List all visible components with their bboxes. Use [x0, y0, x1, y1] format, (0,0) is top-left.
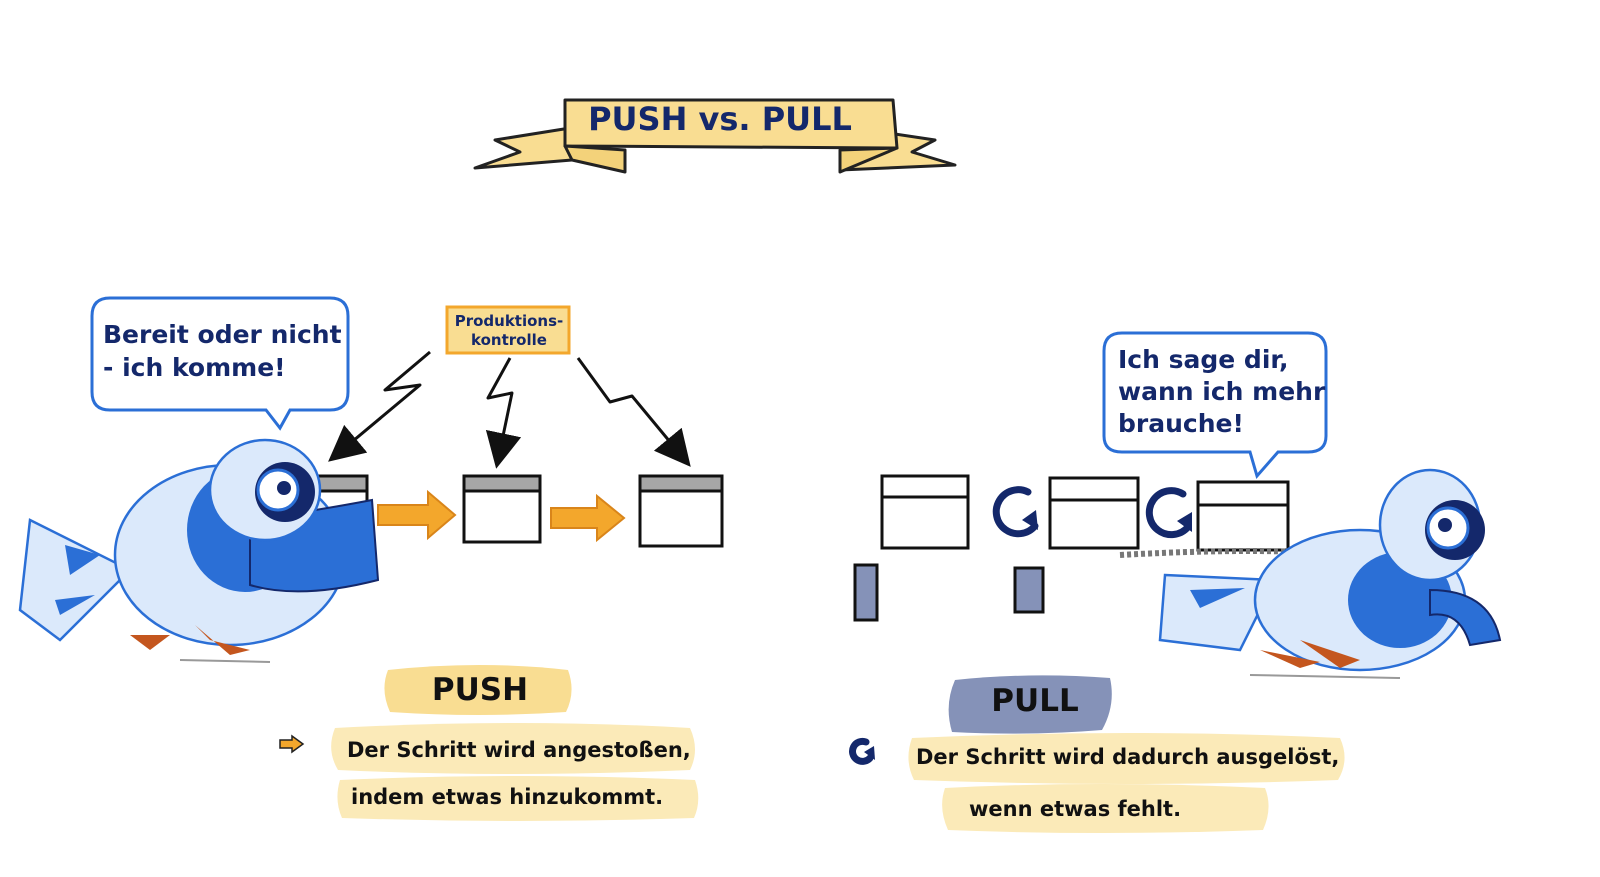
pull-loop-arrowheads: [864, 510, 1192, 760]
production-control-label: Produktions- kontrolle: [454, 312, 564, 349]
page-title: PUSH vs. PULL: [588, 100, 852, 138]
kanban-cards: [853, 563, 1045, 622]
control-arrows: [328, 350, 691, 469]
push-bird: [18, 438, 380, 663]
speech-text-push: Bereit oder nicht - ich komme!: [103, 320, 342, 382]
pull-label: PULL: [991, 683, 1079, 719]
pull-bird: [1158, 468, 1502, 679]
push-description-line-1: Der Schritt wird angestoßen,: [347, 738, 691, 762]
production-control-box: [445, 305, 571, 355]
pull-label-highlight: [948, 675, 1112, 734]
pull-description-line-1: Der Schritt wird dadurch ausgelöst,: [916, 745, 1340, 769]
speech-bubble-left: [90, 296, 350, 431]
push-flow-arrows: [377, 489, 626, 543]
push-label-highlight: [384, 665, 572, 715]
push-legend-arrow-icon: [279, 734, 305, 754]
push-description-line-2: indem etwas hinzukommt.: [351, 785, 664, 809]
speech-bubble-right: [1102, 331, 1328, 480]
pull-loop-icons: [849, 486, 1192, 765]
push-label: PUSH: [431, 672, 529, 708]
title-banner: [473, 98, 957, 174]
speech-text-pull: Ich sage dir, wann ich mehr brauche!: [1118, 345, 1326, 438]
pull-process-boxes: [880, 474, 1290, 552]
pull-description-line-2: wenn etwas fehlt.: [969, 797, 1182, 821]
description-highlights: [331, 723, 1345, 833]
